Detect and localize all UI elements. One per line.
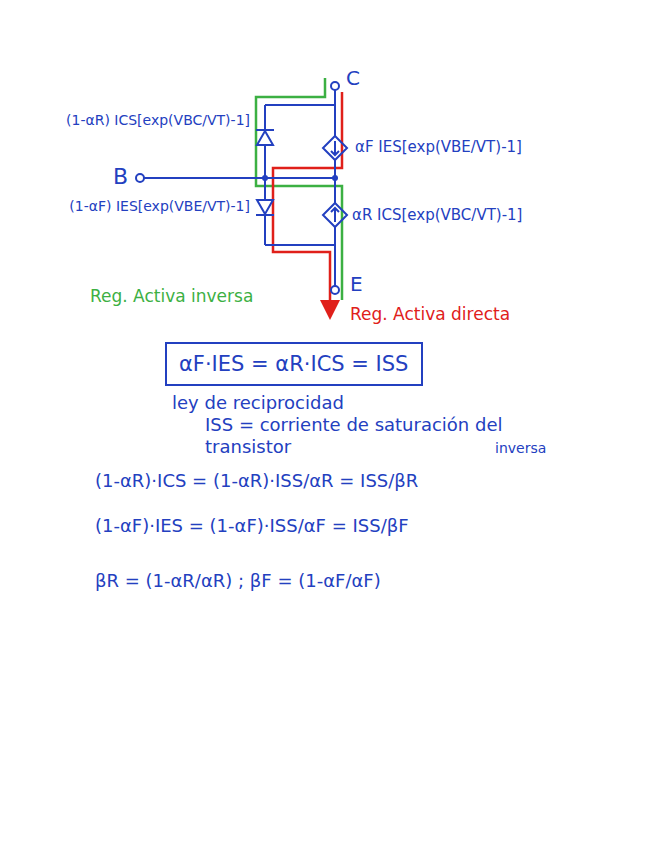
current-source <box>323 136 347 160</box>
equation: (1-αR)·ICS = (1-αR)·ISS/αR = ISS/βR <box>95 470 418 492</box>
source-arrow <box>331 151 339 155</box>
junction-dot <box>332 175 338 181</box>
current-expression: (1-αF) IES[exp(VBE/VT)-1] <box>69 198 250 215</box>
terminal <box>331 82 339 90</box>
boxed-equation: αF·IES = αR·ICS = ISS <box>165 342 423 386</box>
wire <box>265 244 335 246</box>
current-expression: (1-αR) ICS[exp(VBC/VT)-1] <box>66 112 250 129</box>
source-arrow <box>331 208 339 212</box>
current-expression: αF IES[exp(VBE/VT)-1] <box>355 138 522 156</box>
equation: βR = (1-αR/αR) ; βF = (1-αF/αF) <box>95 570 381 592</box>
wire <box>264 105 266 130</box>
wire <box>334 227 336 286</box>
wire <box>264 145 266 200</box>
wire <box>264 215 266 245</box>
note: inversa <box>495 440 546 457</box>
wire <box>144 177 335 179</box>
terminal-name: E <box>350 272 363 296</box>
diode-symbol <box>256 129 274 131</box>
diode-symbol <box>257 200 273 214</box>
diode-symbol <box>257 131 273 145</box>
wire <box>334 90 336 136</box>
current-path <box>273 92 342 310</box>
wire <box>334 160 336 203</box>
current-source <box>323 203 347 227</box>
note: ley de reciprocidad <box>172 392 344 414</box>
wire <box>265 104 335 106</box>
terminal-name: C <box>346 66 360 90</box>
current-expression: αR ICS[exp(VBC/VT)-1] <box>352 206 522 224</box>
terminal <box>136 174 144 182</box>
equation: αF·IES = αR·ICS = ISS <box>179 352 409 376</box>
equation: (1-αF)·IES = (1-αF)·ISS/αF = ISS/βF <box>95 515 409 537</box>
junction-dot <box>262 175 268 181</box>
terminal-name: B <box>113 164 128 190</box>
region-note: Reg. Activa inversa <box>90 286 253 306</box>
terminal <box>331 286 339 294</box>
region-note: Reg. Activa directa <box>350 304 510 324</box>
note: ISS = corriente de saturación del transi… <box>205 414 535 457</box>
